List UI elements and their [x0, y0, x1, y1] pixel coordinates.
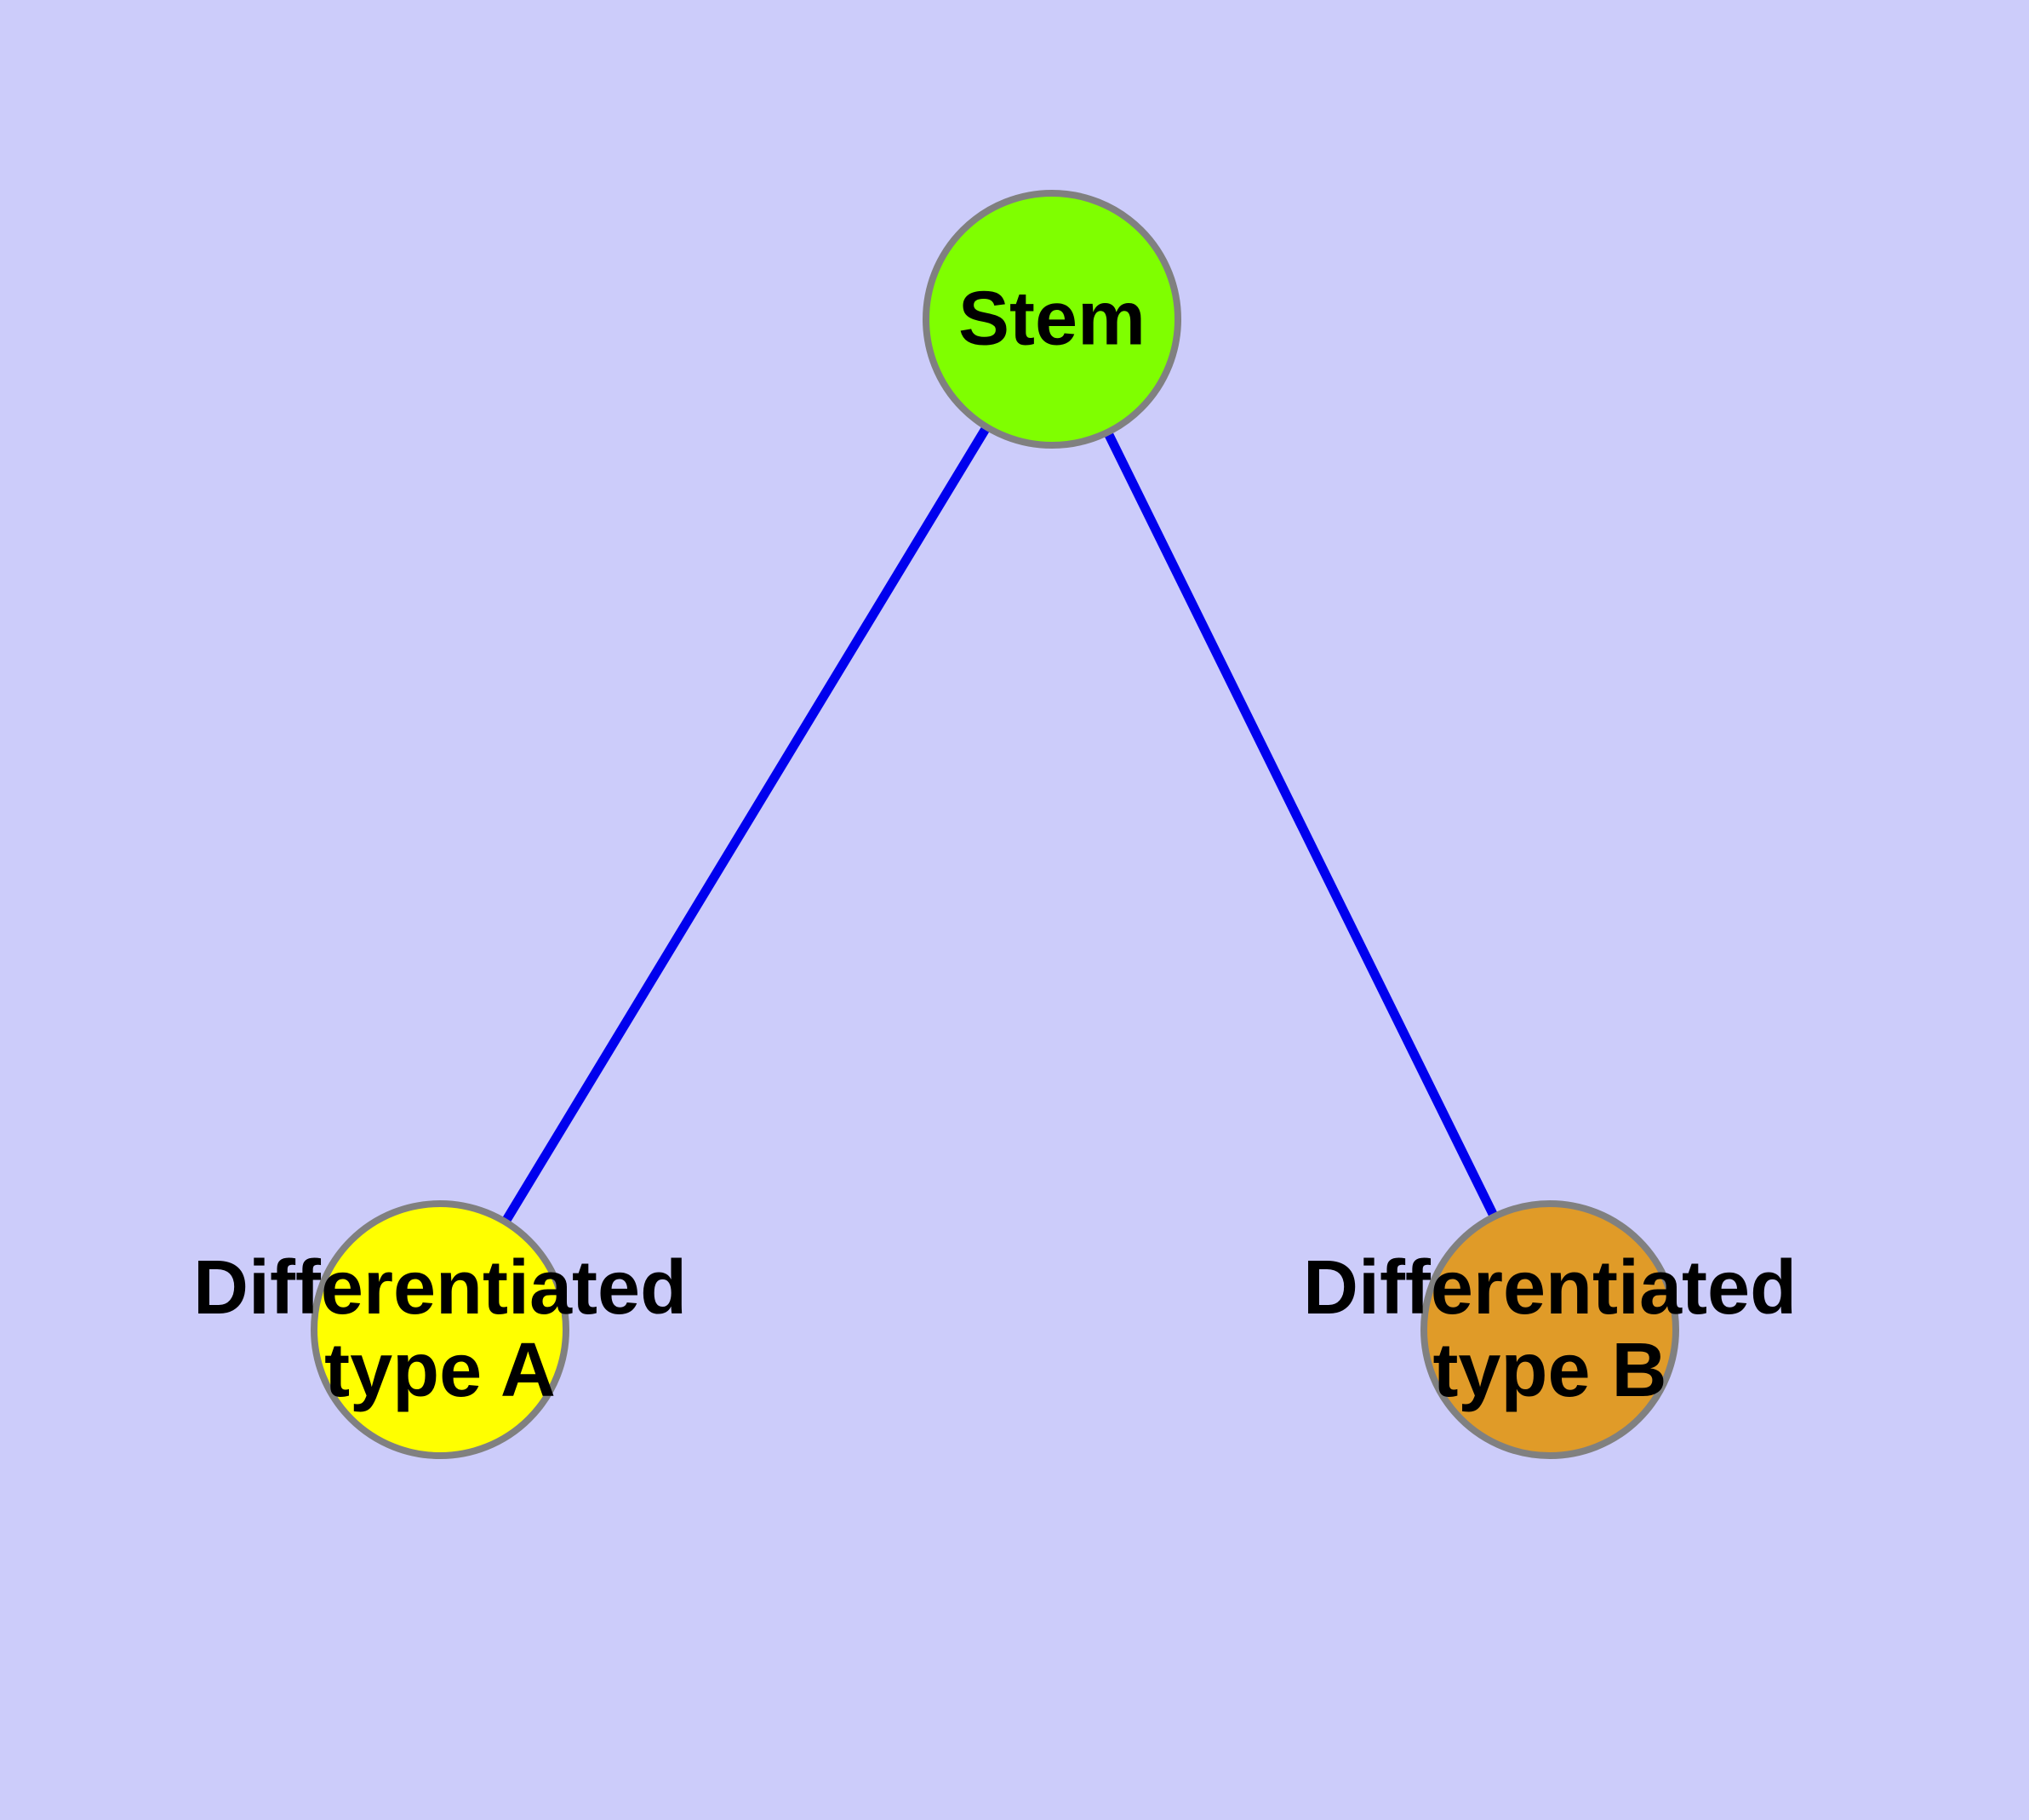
node-stem[interactable]	[923, 190, 1181, 449]
edge-stem-to-differentiated-type-b[interactable]	[1103, 430, 1499, 1219]
edge-stem-to-differentiated-type-a[interactable]	[500, 424, 992, 1225]
node-differentiated-type-a[interactable]	[311, 1200, 569, 1459]
node-differentiated-type-b[interactable]	[1420, 1200, 1679, 1459]
